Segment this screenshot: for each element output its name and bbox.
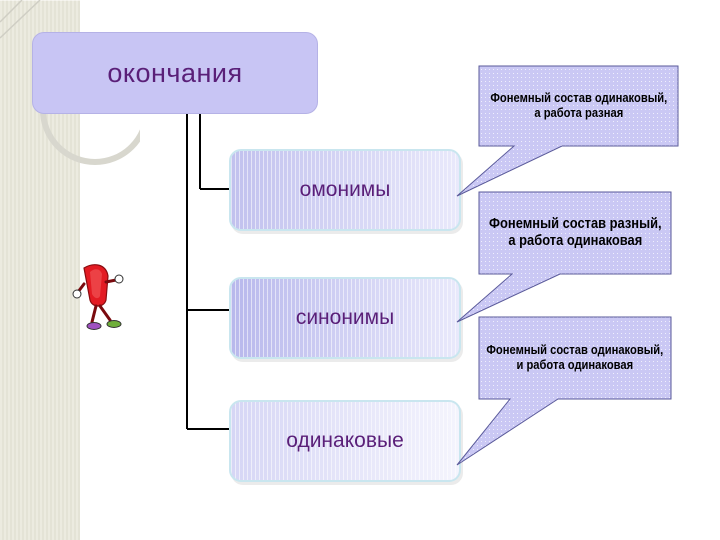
callout-1-line-1: Фонемный состав одинаковый, <box>490 91 667 106</box>
callout-3: Фонемный состав одинаковый, и работа оди… <box>479 317 671 399</box>
callout-2-line-2: а работа одинаковая <box>489 233 662 250</box>
callout-2-line-1: Фонемный состав разный, <box>489 216 662 233</box>
walking-figure-icon <box>70 262 130 342</box>
callout-1: Фонемный состав одинаковый, а работа раз… <box>479 66 678 146</box>
callout-1-line-2: а работа разная <box>490 106 667 121</box>
callout-3-line-1: Фонемный состав одинаковый, <box>487 343 664 358</box>
callout-2: Фонемный состав разный, а работа одинако… <box>479 192 671 274</box>
callout-3-line-2: и работа одинаковая <box>487 358 664 373</box>
